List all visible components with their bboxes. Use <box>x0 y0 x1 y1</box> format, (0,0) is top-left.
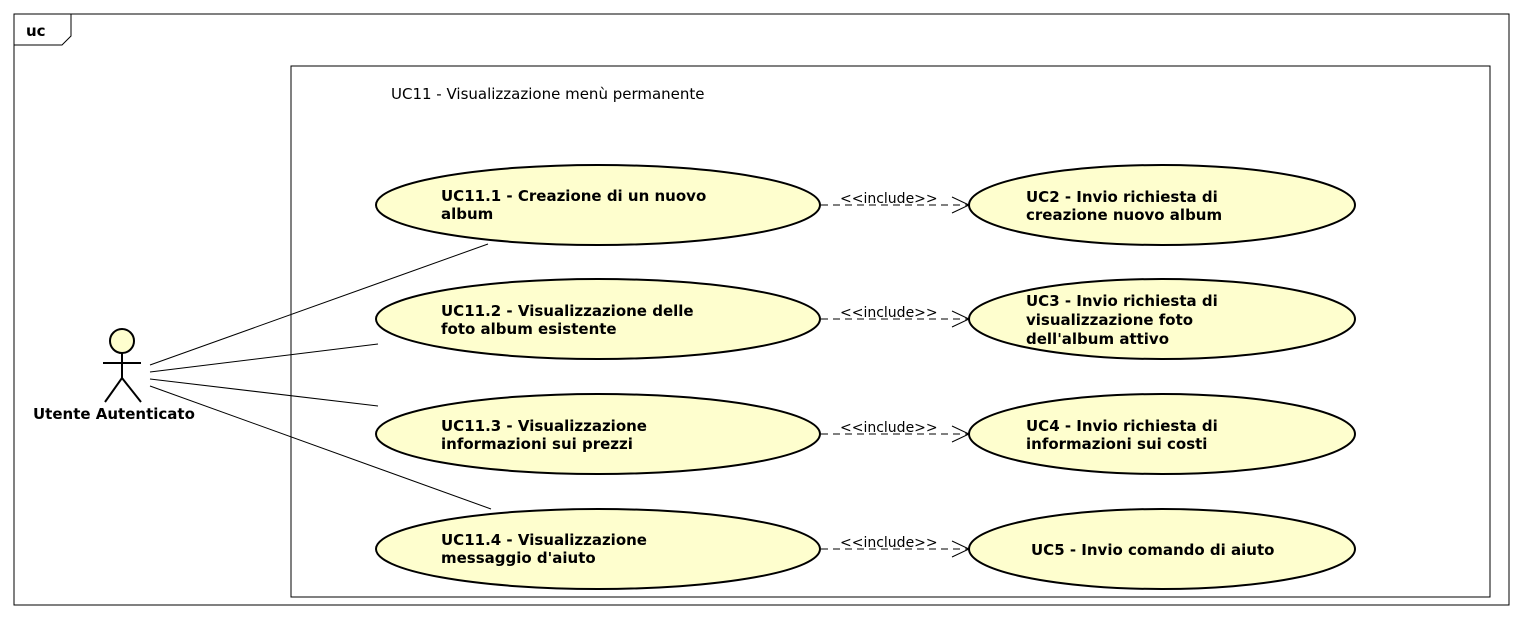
diagram-frame <box>13 13 1510 606</box>
actor-utente-autenticato[interactable]: Utente Autenticato <box>33 328 195 423</box>
use-case-label-line: UC5 - Invio comando di aiuto <box>1031 541 1274 559</box>
use-case-label-line: informazioni sui prezzi <box>441 435 633 453</box>
actor-head <box>109 328 135 354</box>
use-case-ellipse <box>375 164 821 246</box>
system-title: UC11 - Visualizzazione menù permanente <box>391 85 705 103</box>
include-label: <<include>> <box>840 535 938 551</box>
use-case-label-line: UC11.4 - Visualizzazione <box>441 531 647 549</box>
use-case-uc11-1[interactable]: UC11.1 - Creazione di un nuovo album <box>375 164 821 246</box>
use-case-uc2[interactable]: UC2 - Invio richiesta di creazione nuovo… <box>968 164 1356 246</box>
include-arrowhead <box>951 196 971 214</box>
association-uc11-2 <box>149 343 379 373</box>
use-case-label-line: creazione nuovo album <box>1026 206 1222 224</box>
use-case-label-line: informazioni sui costi <box>1026 435 1207 453</box>
use-case-label-line: UC3 - Invio richiesta di <box>1026 292 1218 310</box>
use-case-label-line: UC11.1 - Creazione di un nuovo <box>441 187 706 205</box>
use-case-ellipse <box>375 508 821 590</box>
use-case-uc11-3[interactable]: UC11.3 - Visualizzazione informazioni su… <box>375 393 821 475</box>
use-case-uc11-4[interactable]: UC11.4 - Visualizzazione messaggio d'aiu… <box>375 508 821 590</box>
use-case-label-line: messaggio d'aiuto <box>441 549 596 567</box>
actor-left-leg <box>104 377 123 403</box>
frame-label: uc <box>26 22 46 40</box>
use-case-label-line: dell'album attivo <box>1026 330 1169 348</box>
use-case-uc11-2[interactable]: UC11.2 - Visualizzazione delle foto albu… <box>375 278 821 360</box>
use-case-label-line: foto album esistente <box>441 320 617 338</box>
use-case-label-line: UC11.2 - Visualizzazione delle <box>441 302 694 320</box>
system-boundary <box>290 65 1491 598</box>
include-arrowhead <box>951 310 971 328</box>
use-case-uc3[interactable]: UC3 - Invio richiesta di visualizzazione… <box>968 278 1356 360</box>
include-relation-uc11-3-uc4: <<include>> <box>821 420 971 443</box>
use-case-label-line: album <box>441 205 493 223</box>
use-case-label-line: UC11.3 - Visualizzazione <box>441 417 647 435</box>
use-case-uc5[interactable]: UC5 - Invio comando di aiuto <box>968 508 1356 590</box>
include-label: <<include>> <box>840 305 938 321</box>
frame-tab <box>14 14 72 46</box>
use-case-label-line: UC2 - Invio richiesta di <box>1026 188 1218 206</box>
use-case-uc4[interactable]: UC4 - Invio richiesta di informazioni su… <box>968 393 1356 475</box>
include-relation-uc11-2-uc3: <<include>> <box>821 305 971 328</box>
actor-right-leg <box>121 377 142 403</box>
association-uc11-1 <box>149 243 489 366</box>
include-arrowhead <box>951 425 971 443</box>
include-relation-uc11-4-uc5: <<include>> <box>821 535 971 558</box>
use-case-label-line: UC4 - Invio richiesta di <box>1026 417 1218 435</box>
include-relation-uc11-1-uc2: <<include>> <box>821 191 971 214</box>
include-arrowhead <box>951 540 971 558</box>
include-label: <<include>> <box>840 191 938 207</box>
use-case-label-line: visualizzazione foto <box>1026 311 1193 329</box>
use-case-ellipse <box>375 278 821 360</box>
association-uc11-3 <box>149 378 379 407</box>
actor-label: Utente Autenticato <box>33 405 195 423</box>
include-label: <<include>> <box>840 420 938 436</box>
use-case-ellipse <box>375 393 821 475</box>
association-uc11-4 <box>149 385 492 510</box>
